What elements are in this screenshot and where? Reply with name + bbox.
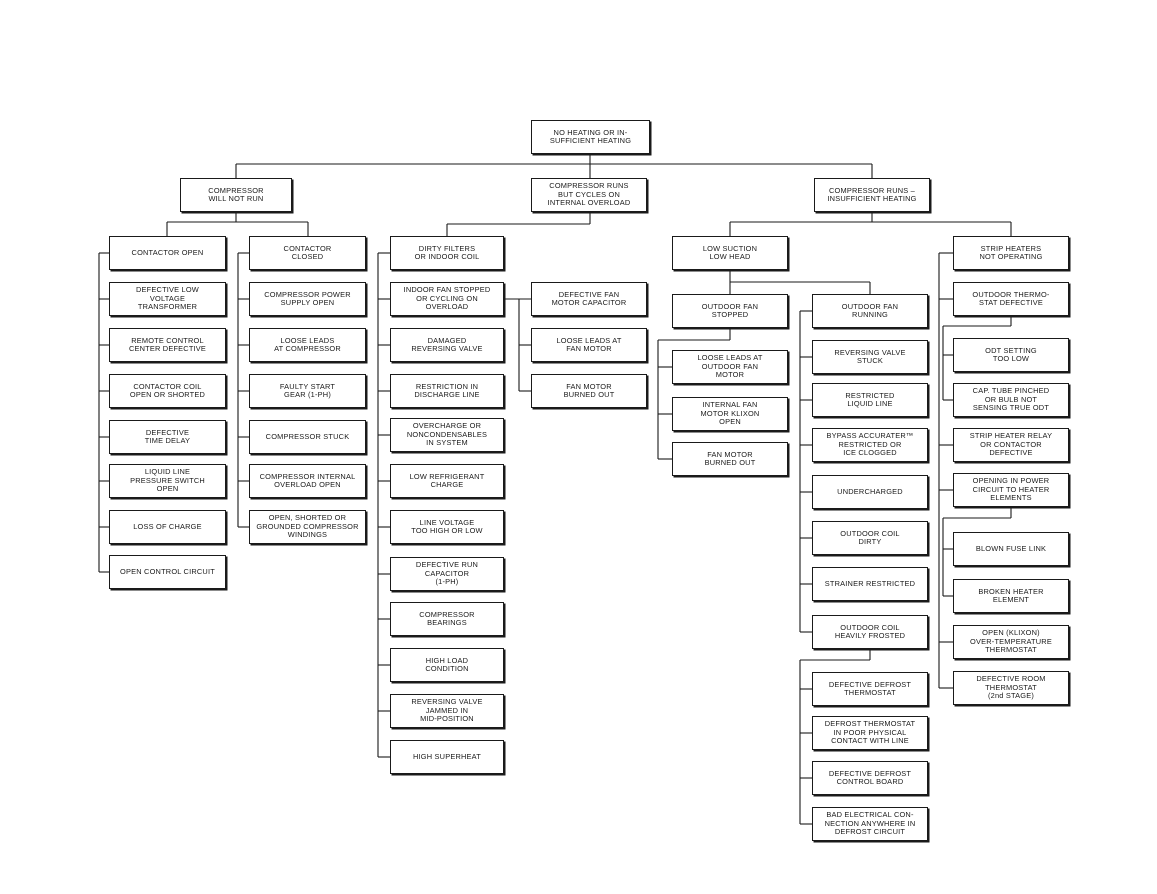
cause-box: STRAINER RESTRICTED [812,567,928,601]
cause-box: OUTDOOR COIL HEAVILY FROSTED [812,615,928,649]
cycles-on-overload-box: COMPRESSOR RUNS BUT CYCLES ON INTERNAL O… [531,178,647,212]
outdoor-fan-running-box: OUTDOOR FAN RUNNING [812,294,928,328]
power-circuit-box: OPENING IN POWER CIRCUIT TO HEATER ELEME… [953,473,1069,507]
cause-box: OVERCHARGE OR NONCONDENSABLES IN SYSTEM [390,418,504,452]
cause-box: LOOSE LEADS AT COMPRESSOR [249,328,366,362]
contactor-closed-box: CONTACTOR CLOSED [249,236,366,270]
cause-box: BAD ELECTRICAL CON- NECTION ANYWHERE IN … [812,807,928,841]
insufficient-heating-box: COMPRESSOR RUNS – INSUFFICIENT HEATING [814,178,930,212]
cause-box: LOSS OF CHARGE [109,510,226,544]
cause-box: OPEN (KLIXON) OVER-TEMPERATURE THERMOSTA… [953,625,1069,659]
low-suction-box: LOW SUCTION LOW HEAD [672,236,788,270]
cause-box: OUTDOOR COIL DIRTY [812,521,928,555]
cause-box: DEFECTIVE RUN CAPACITOR (1-PH) [390,557,504,591]
cause-box: UNDERCHARGED [812,475,928,509]
cause-box: FAN MOTOR BURNED OUT [531,374,647,408]
cause-box: FAN MOTOR BURNED OUT [672,442,788,476]
cause-box: DEFECTIVE DEFROST CONTROL BOARD [812,761,928,795]
cause-box: RESTRICTION IN DISCHARGE LINE [390,374,504,408]
outdoor-fan-stopped-box: OUTDOOR FAN STOPPED [672,294,788,328]
cause-box: DEFECTIVE DEFROST THERMOSTAT [812,672,928,706]
cause-box: BLOWN FUSE LINK [953,532,1069,566]
dirty-filters-box: DIRTY FILTERS OR INDOOR COIL [390,236,504,270]
contactor-open-box: CONTACTOR OPEN [109,236,226,270]
cause-box: LINE VOLTAGE TOO HIGH OR LOW [390,510,504,544]
cause-box: CONTACTOR COIL OPEN OR SHORTED [109,374,226,408]
cause-box: REVERSING VALVE STUCK [812,340,928,374]
cause-box: REMOTE CONTROL CENTER DEFECTIVE [109,328,226,362]
cause-box: OPEN CONTROL CIRCUIT [109,555,226,589]
cause-box: LOOSE LEADS AT OUTDOOR FAN MOTOR [672,350,788,384]
cause-box: REVERSING VALVE JAMMED IN MID-POSITION [390,694,504,728]
cause-box: LOOSE LEADS AT FAN MOTOR [531,328,647,362]
will-not-run-box: COMPRESSOR WILL NOT RUN [180,178,292,212]
cause-box: INDOOR FAN STOPPED OR CYCLING ON OVERLOA… [390,282,504,316]
cause-box: COMPRESSOR INTERNAL OVERLOAD OPEN [249,464,366,498]
cause-box: ODT SETTING TOO LOW [953,338,1069,372]
cause-box: COMPRESSOR POWER SUPPLY OPEN [249,282,366,316]
cause-box: DEFECTIVE ROOM THERMOSTAT (2nd STAGE) [953,671,1069,705]
cause-box: DAMAGED REVERSING VALVE [390,328,504,362]
cause-box: DEFECTIVE FAN MOTOR CAPACITOR [531,282,647,316]
cause-box: HIGH SUPERHEAT [390,740,504,774]
cause-box: LOW REFRIGERANT CHARGE [390,464,504,498]
cause-box: STRIP HEATER RELAY OR CONTACTOR DEFECTIV… [953,428,1069,462]
cause-box: DEFROST THERMOSTAT IN POOR PHYSICAL CONT… [812,716,928,750]
cause-box: COMPRESSOR BEARINGS [390,602,504,636]
cause-box: BYPASS ACCURATER™ RESTRICTED OR ICE CLOG… [812,428,928,462]
cause-box: COMPRESSOR STUCK [249,420,366,454]
root-box: NO HEATING OR IN- SUFFICIENT HEATING [531,120,650,154]
cause-box: INTERNAL FAN MOTOR KLIXON OPEN [672,397,788,431]
outdoor-thermostat-box: OUTDOOR THERMO- STAT DEFECTIVE [953,282,1069,316]
strip-heaters-box: STRIP HEATERS NOT OPERATING [953,236,1069,270]
cause-box: LIQUID LINE PRESSURE SWITCH OPEN [109,464,226,498]
cause-box: HIGH LOAD CONDITION [390,648,504,682]
cause-box: OPEN, SHORTED OR GROUNDED COMPRESSOR WIN… [249,510,366,544]
cause-box: DEFECTIVE TIME DELAY [109,420,226,454]
cause-box: FAULTY START GEAR (1-PH) [249,374,366,408]
cause-box: BROKEN HEATER ELEMENT [953,579,1069,613]
cause-box: CAP. TUBE PINCHED OR BULB NOT SENSING TR… [953,383,1069,417]
cause-box: DEFECTIVE LOW VOLTAGE TRANSFORMER [109,282,226,316]
cause-box: RESTRICTED LIQUID LINE [812,383,928,417]
